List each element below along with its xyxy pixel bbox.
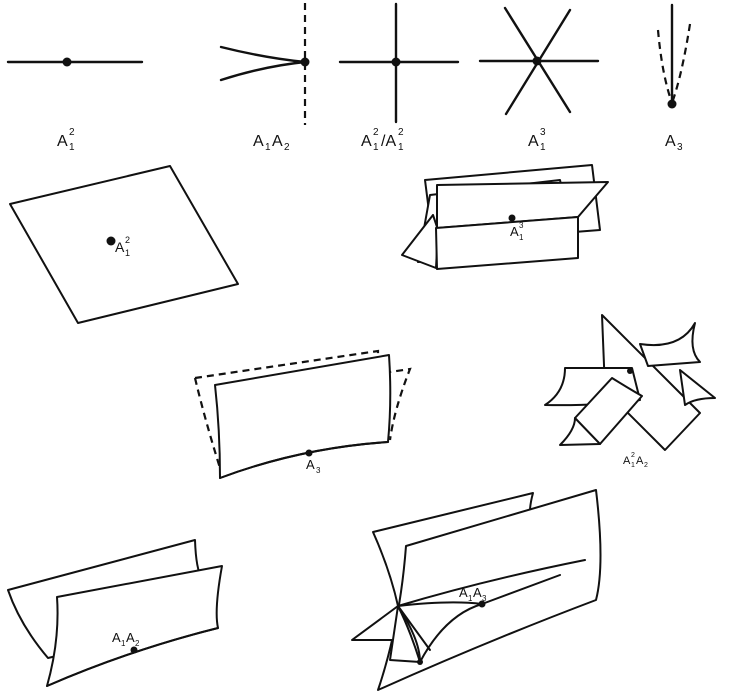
label-a1a2: A 1 A 2 (253, 133, 290, 153)
curve-a1a2 (219, 3, 310, 125)
svg-text:1: 1 (125, 248, 130, 258)
svg-text:1: 1 (519, 233, 524, 242)
svg-text:A: A (636, 455, 644, 467)
svg-text:3: 3 (519, 221, 524, 230)
svg-text:A: A (115, 239, 125, 255)
svg-text:A: A (361, 133, 372, 150)
svg-text:3: 3 (677, 142, 683, 153)
svg-text:A: A (459, 585, 468, 600)
svg-text:2: 2 (373, 127, 379, 138)
label-a1-cubed: A 1 3 (528, 127, 546, 153)
svg-text:1: 1 (373, 142, 379, 153)
svg-text:2: 2 (135, 639, 140, 648)
svg-text:1: 1 (398, 142, 404, 153)
svg-text:2: 2 (69, 127, 75, 138)
surface-fold-cross: A 1 2 A 2 (544, 314, 716, 469)
svg-text:A: A (473, 585, 482, 600)
svg-text:A: A (126, 630, 135, 645)
svg-text:2: 2 (284, 142, 290, 153)
curve-a1sq-a1sq (338, 2, 460, 124)
svg-text:A: A (112, 630, 121, 645)
label-a1sq-a1sq: A 1 2 /A 1 2 (361, 127, 404, 153)
curve-a1-cubed (478, 6, 600, 116)
surface-triple: A 1 3 (401, 164, 609, 270)
svg-text:1: 1 (631, 462, 635, 469)
svg-text:A: A (623, 455, 631, 467)
svg-text:A: A (510, 224, 519, 239)
svg-text:2: 2 (125, 235, 130, 245)
svg-text:A: A (528, 133, 539, 150)
svg-text:1: 1 (540, 142, 546, 153)
svg-text:/A: /A (381, 133, 396, 150)
svg-text:1: 1 (69, 142, 75, 153)
surface-plane: A 1 2 (9, 165, 239, 324)
svg-text:2: 2 (398, 127, 404, 138)
svg-text:A: A (306, 457, 315, 472)
surface-fold-pair: A 1 A 2 (7, 539, 223, 687)
curve-a3 (656, 3, 692, 109)
svg-text:1: 1 (265, 142, 271, 153)
svg-text:A: A (665, 133, 676, 150)
label-a3: A 3 (665, 133, 683, 153)
svg-text:3: 3 (482, 594, 487, 603)
svg-text:3: 3 (316, 466, 321, 475)
svg-text:2: 2 (644, 462, 648, 469)
svg-text:1: 1 (468, 594, 473, 603)
svg-text:A: A (272, 133, 283, 150)
label-a1-squared: A 1 2 (57, 127, 75, 153)
svg-text:1: 1 (121, 639, 126, 648)
curve-a1-squared (6, 57, 144, 67)
svg-text:3: 3 (540, 127, 546, 138)
svg-text:A: A (253, 133, 264, 150)
surface-cusp-fold: A 3 (193, 349, 412, 479)
surface-fold-cusp: A 1 A 3 (351, 489, 602, 691)
svg-text:2: 2 (631, 452, 635, 459)
svg-text:A: A (57, 133, 68, 150)
